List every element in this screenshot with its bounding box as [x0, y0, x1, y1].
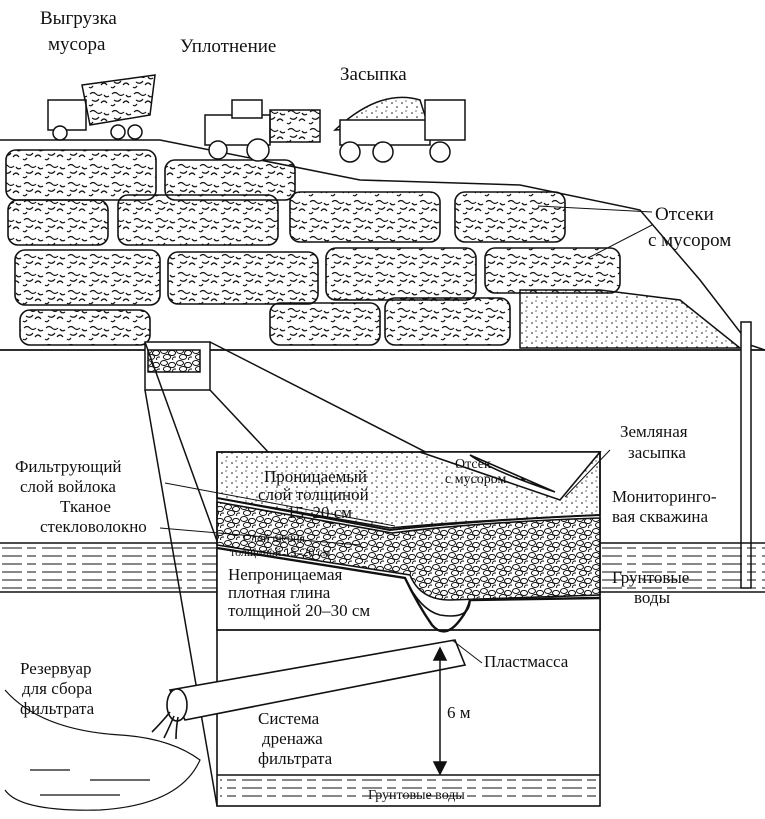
reservoir-label-1: Резервуар [20, 659, 92, 678]
dump-truck-icon [48, 75, 155, 140]
clay-label-3: толщиной 20–30 см [228, 601, 370, 620]
soil-cover-label-1: Земляная [620, 422, 688, 441]
compaction-label: Уплотнение [180, 36, 276, 57]
gravel-label-1: Слой щебня [243, 531, 306, 545]
permeable-label-1: Проницаемый [264, 467, 367, 486]
depth-label: 6 м [447, 703, 471, 722]
bulldozer-icon [205, 100, 320, 161]
reservoir-label-3: фильтрата [20, 699, 95, 718]
gravel-label-2: толщиной 15–20 см [230, 545, 331, 559]
felt-label-2: слой войлока [20, 477, 116, 496]
groundwater-right-label-2: воды [634, 588, 671, 607]
felt-label-1: Фильтрующий [15, 457, 122, 476]
drainage-label-2: дренажа [262, 729, 323, 748]
waste-cell-label-1: Отсек [455, 457, 491, 472]
cells-label-1: Отсеки [655, 204, 714, 225]
monitoring-label-1: Мониторинго- [612, 487, 717, 506]
plastic-label: Пластмасса [484, 652, 569, 671]
soil-cover-slope [520, 290, 740, 348]
permeable-label-2: слой толщиной [258, 485, 369, 504]
soil-cover-label-2: засыпка [628, 443, 686, 462]
permeable-label-3: 15–20 см [287, 503, 352, 522]
groundwater-bottom-label: Грунтовые воды [368, 788, 465, 803]
drainage-label-1: Система [258, 709, 320, 728]
unloading-label-1: Выгрузка [40, 8, 117, 29]
groundwater-right-label-1: Грунтовые [612, 568, 689, 587]
fiberglass-label-2: стекловолокно [40, 517, 147, 536]
fiberglass-label-1: Тканое [60, 497, 111, 516]
monitoring-label-2: вая скважина [612, 507, 709, 526]
reservoir-label-2: для сбора [22, 679, 93, 698]
waste-cell-label-2: с мусором [445, 472, 507, 487]
clay-label-1: Непроницаемая [228, 565, 342, 584]
covering-label: Засыпка [340, 64, 407, 85]
unloading-label-2: мусора [48, 34, 106, 55]
drainage-label-3: фильтрата [258, 749, 333, 768]
clay-label-2: плотная глина [228, 583, 331, 602]
cells-label-2: с мусором [648, 230, 731, 251]
loader-truck-icon [335, 97, 465, 162]
